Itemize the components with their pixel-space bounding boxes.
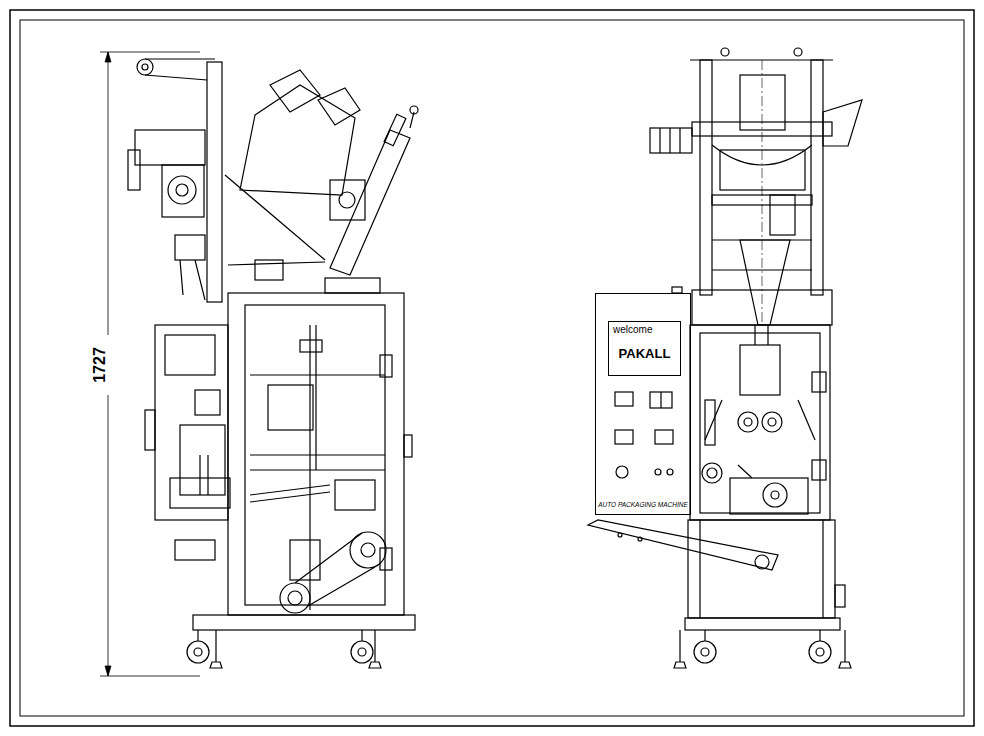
inner-frame [20,20,964,716]
front-view [588,48,862,668]
control-panel: AUTO PACKAGING MACHINE welcomePAKALL [595,293,691,515]
dimension-line [100,52,200,676]
dimension-value: 1727 [91,347,109,383]
screen-greeting: welcome [613,324,652,335]
side-view [128,59,418,668]
brand-name: PAKALL [619,346,671,361]
outer-frame [10,10,974,726]
panel-caption: AUTO PACKAGING MACHINE [598,501,688,508]
display-screen: welcomePAKALL [608,321,681,376]
